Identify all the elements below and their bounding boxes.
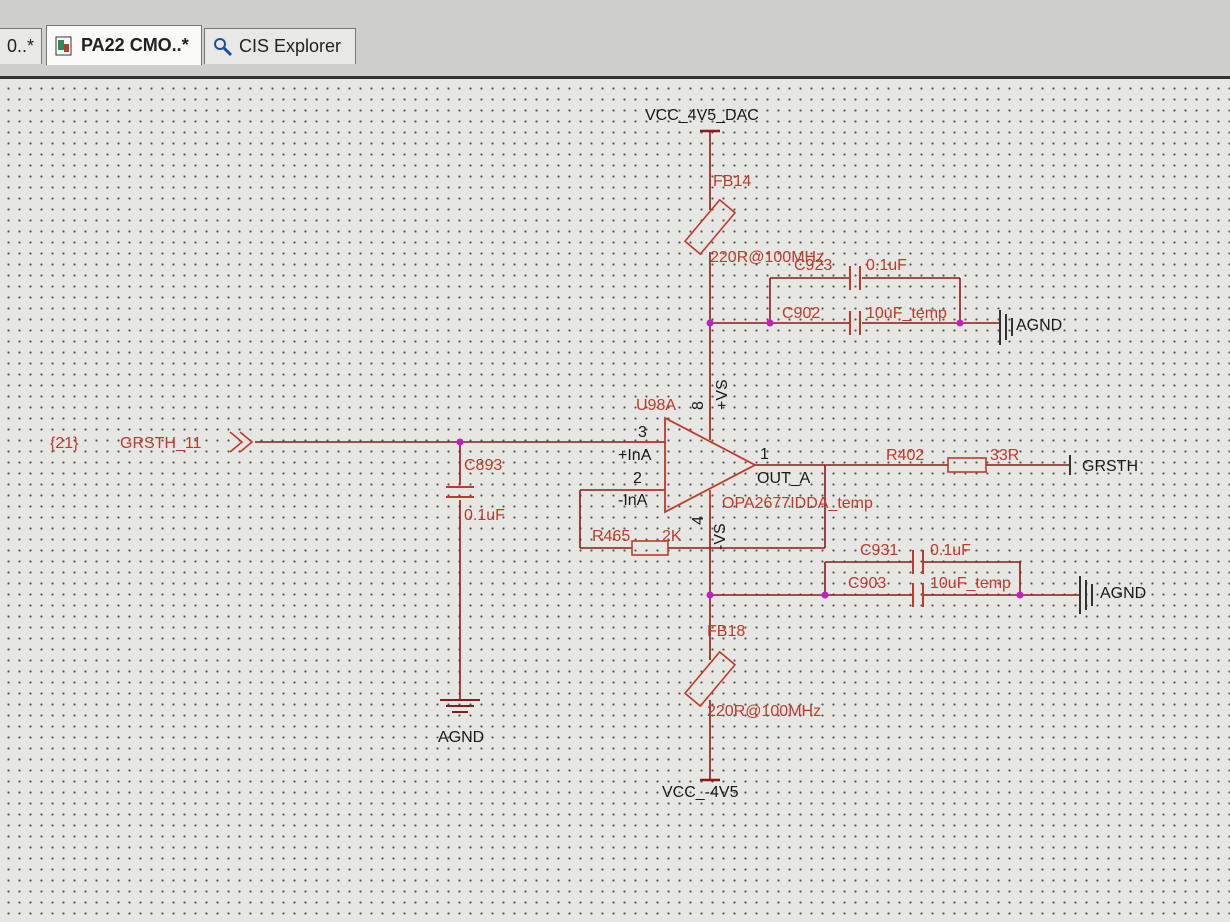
- cis-explorer-icon: [213, 37, 233, 57]
- fb18-ref: FB18: [707, 623, 745, 640]
- pin8-number: 8: [690, 401, 707, 410]
- c902-value: 10uF_temp: [866, 305, 947, 322]
- inp-label: +InA: [618, 447, 652, 464]
- r402-ref: R402: [886, 447, 924, 464]
- schematic-labels: VCC_4V5_DAC FB14 220R@100MHz C923 0.1uF …: [50, 107, 1146, 801]
- vs-plus-label: +VS: [714, 379, 731, 410]
- fb14-value: 220R@100MHz: [710, 249, 824, 266]
- agnd-bottom-label: AGND: [1100, 585, 1146, 602]
- c931-value: 0.1uF: [930, 542, 971, 559]
- tab-previous[interactable]: 0..*: [0, 28, 42, 64]
- inn-label: -InA: [618, 492, 648, 509]
- r465-ref: R465: [592, 528, 630, 545]
- opamp-part-label: OPA2677IDDA_temp: [722, 495, 873, 512]
- offpage-connector-icon: [229, 431, 254, 453]
- c931-ref: C931: [860, 542, 898, 559]
- c902-ref: C902: [782, 305, 820, 322]
- net-in-label: GRSTH_11: [120, 435, 202, 452]
- tab-cis-explorer[interactable]: CIS Explorer: [204, 28, 356, 64]
- c903-value: 10uF_temp: [930, 575, 1011, 592]
- agnd-c893-label: AGND: [438, 729, 484, 746]
- tab-label: CIS Explorer: [239, 36, 342, 56]
- c893-value: 0.1uF: [464, 507, 505, 524]
- power-bottom-label: VCC_-4V5: [662, 784, 739, 801]
- agnd-ground-icon: [440, 699, 480, 713]
- tab-label: 0..*: [7, 36, 35, 56]
- agnd-symbol-icon: [999, 310, 1093, 614]
- pin2-number: 2: [633, 470, 642, 487]
- net-out-label: GRSTH: [1082, 458, 1138, 475]
- schematic-page-icon: [55, 36, 73, 56]
- vs-minus-label: -VS: [712, 523, 729, 550]
- pin4-number: 4: [690, 516, 707, 525]
- tab-pa22-schematic[interactable]: PA22 CMO..*: [46, 25, 202, 65]
- offpage-ref: {21}: [50, 435, 79, 452]
- r402-value: 33R: [990, 447, 1019, 464]
- schematic-canvas[interactable]: VCC_4V5_DAC FB14 220R@100MHz C923 0.1uF …: [0, 79, 1230, 922]
- tab-bar: 0..* PA22 CMO..* CIS Explorer: [0, 0, 1230, 79]
- opamp-symbol-icon: [625, 416, 757, 514]
- fb14-ref: FB14: [713, 173, 751, 190]
- u98a-ref: U98A: [636, 397, 676, 414]
- c893-ref: C893: [464, 457, 502, 474]
- capacitor-icons: [446, 266, 924, 607]
- c903-ref: C903: [848, 575, 886, 592]
- pin1-number: 1: [760, 446, 769, 463]
- c923-value: 0.1uF: [866, 257, 907, 274]
- resistor-icons: [631, 457, 987, 556]
- fb18-value: 220R@100MHz: [707, 703, 821, 720]
- power-top-label: VCC_4V5_DAC: [645, 107, 759, 124]
- out-label: OUT_A: [757, 470, 811, 487]
- agnd-top-label: AGND: [1016, 317, 1062, 334]
- schematic-drawing: [229, 129, 1093, 782]
- tab-label: PA22 CMO..*: [81, 35, 189, 55]
- junction-dots: [456, 319, 1024, 599]
- pin3-number: 3: [638, 424, 647, 441]
- c923-ref: C923: [794, 257, 832, 274]
- r465-value: 2K: [662, 528, 682, 545]
- ferrite-bead-icon: [683, 198, 737, 708]
